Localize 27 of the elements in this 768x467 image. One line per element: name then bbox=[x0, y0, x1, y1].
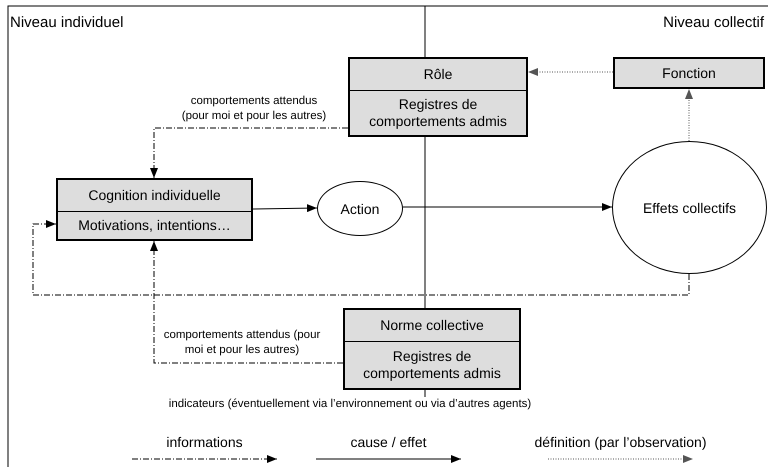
region-heading: Niveau individuel bbox=[10, 14, 124, 31]
note-text: indicateurs (éventuellement via l’environnement ou via d’autres agents) bbox=[168, 398, 532, 410]
node-text: Registres de comportements admis bbox=[345, 341, 519, 388]
arrow bbox=[685, 88, 693, 142]
legend-text: définition (par l’observation) bbox=[534, 434, 708, 450]
legend-text: cause / effet bbox=[349, 434, 428, 450]
concept-box bbox=[343, 308, 521, 390]
node-title: Norme collective bbox=[379, 316, 485, 335]
node-title: Action bbox=[340, 200, 380, 216]
arrow bbox=[32, 220, 690, 296]
concept-box bbox=[56, 178, 253, 241]
region-heading: Niveau collectif bbox=[662, 14, 764, 31]
node-title: Fonction bbox=[661, 64, 717, 82]
arrow bbox=[150, 128, 348, 178]
node-title: Effets collectifs bbox=[642, 200, 736, 216]
concept-box bbox=[348, 57, 528, 137]
node-title: Rôle bbox=[422, 65, 454, 84]
node-text: Motivations, intentions… bbox=[58, 211, 251, 239]
arrow bbox=[150, 240, 344, 364]
node-text: Registres de comportements admis bbox=[350, 90, 526, 135]
concept-box bbox=[613, 57, 765, 89]
node-title: Cognition individuelle bbox=[87, 186, 222, 205]
arrow bbox=[528, 68, 614, 76]
arrow bbox=[252, 204, 318, 212]
edge-label: comportements attendus (pour moi et pour les autres) bbox=[162, 328, 322, 358]
legend-text: informations bbox=[165, 434, 244, 450]
arrow bbox=[402, 203, 612, 211]
